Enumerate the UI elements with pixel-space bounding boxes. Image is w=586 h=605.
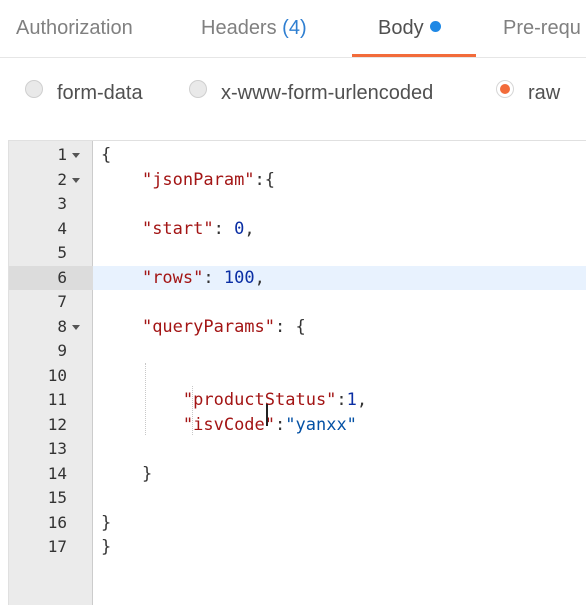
code-line[interactable]: 3 xyxy=(9,192,586,217)
radio-x-www-form-urlencoded[interactable]: x-www-form-urlencoded xyxy=(189,78,433,108)
tab-pre-request-label: Pre-requ xyxy=(503,17,581,39)
code-text: } xyxy=(101,463,153,484)
radio-unchecked-icon[interactable] xyxy=(189,80,207,98)
indent-guide xyxy=(145,363,146,435)
line-number-gutter xyxy=(9,141,93,605)
code-line[interactable]: 12 "isvCode":"yanxx" xyxy=(9,413,586,438)
line-number: 8 xyxy=(57,316,67,336)
code-line[interactable]: 8 "queryParams": { xyxy=(9,315,586,340)
line-number: 9 xyxy=(57,341,67,360)
indent-guide xyxy=(192,386,193,435)
radio-form-data-label: form-data xyxy=(57,81,143,104)
code-text: "productStatus":1, xyxy=(182,390,368,410)
code-text xyxy=(93,486,586,511)
code-line[interactable]: 2 "jsonParam":{ xyxy=(9,168,586,193)
line-number: 16 xyxy=(47,512,67,532)
code-text xyxy=(93,192,586,217)
code-line[interactable]: 7 xyxy=(9,290,586,315)
code-text: "queryParams": { xyxy=(141,316,306,337)
code-line[interactable]: 15 xyxy=(9,486,586,511)
tab-pre-request-script[interactable]: Pre-requ xyxy=(503,0,581,57)
line-number: 12 xyxy=(47,414,67,434)
code-text: { xyxy=(101,145,112,165)
code-line[interactable]: 17} xyxy=(9,535,586,560)
tab-headers[interactable]: Headers (4) xyxy=(201,0,307,57)
tab-body-label: Body xyxy=(378,17,424,39)
radio-raw[interactable]: raw xyxy=(496,78,560,108)
line-number: 13 xyxy=(47,439,67,458)
code-text: "start": 0, xyxy=(141,218,255,239)
code-line[interactable]: 5 xyxy=(9,241,586,266)
radio-unchecked-icon[interactable] xyxy=(25,80,43,98)
code-text xyxy=(93,437,586,462)
line-number: 11 xyxy=(47,390,67,409)
radio-raw-label: raw xyxy=(528,81,561,104)
code-text: } xyxy=(101,537,112,557)
line-number: 15 xyxy=(47,488,67,507)
code-text xyxy=(93,364,586,389)
line-number: 4 xyxy=(57,218,67,238)
code-line[interactable]: 4 "start": 0, xyxy=(9,217,586,242)
code-line[interactable]: 1{ xyxy=(9,143,586,168)
tab-headers-count: (4) xyxy=(282,17,307,39)
code-text xyxy=(93,241,586,266)
code-line[interactable]: 6 "rows": 100, xyxy=(9,265,586,290)
line-number: 17 xyxy=(47,537,67,556)
tab-authorization-label: Authorization xyxy=(16,17,133,39)
line-number: 14 xyxy=(47,463,67,483)
code-text: } xyxy=(101,512,112,533)
radio-form-data[interactable]: form-data xyxy=(25,78,143,108)
tab-body[interactable]: Body xyxy=(378,0,441,57)
radio-checked-icon[interactable] xyxy=(496,80,514,98)
code-line[interactable]: 9 xyxy=(9,339,586,364)
line-number: 3 xyxy=(57,194,67,213)
line-number: 7 xyxy=(57,292,67,311)
line-number: 6 xyxy=(9,265,93,290)
modified-dot-icon xyxy=(429,21,441,32)
code-line[interactable]: 16} xyxy=(9,511,586,536)
active-tab-indicator xyxy=(352,54,476,57)
fold-arrow-icon[interactable] xyxy=(72,324,80,330)
line-number: 2 xyxy=(57,169,67,189)
tab-authorization[interactable]: Authorization xyxy=(16,0,133,57)
radio-urlencoded-label: x-www-form-urlencoded xyxy=(221,81,434,104)
code-line[interactable]: 13 xyxy=(9,437,586,462)
tab-headers-label: Headers xyxy=(201,17,277,39)
code-text: "rows": 100, xyxy=(93,265,586,290)
line-number: 10 xyxy=(47,365,67,385)
code-line[interactable]: 10 xyxy=(9,364,586,389)
code-text xyxy=(93,290,586,315)
line-number: 5 xyxy=(57,243,67,262)
request-tabs: Authorization Headers (4) Body Pre-requ xyxy=(0,0,586,58)
fold-arrow-icon[interactable] xyxy=(72,177,80,183)
code-line[interactable]: 11 "productStatus":1, xyxy=(9,388,586,413)
code-line[interactable]: 14 } xyxy=(9,462,586,487)
line-number: 1 xyxy=(57,145,67,164)
code-text: "isvCode":"yanxx" xyxy=(182,414,357,435)
text-caret xyxy=(266,404,268,426)
code-text xyxy=(93,339,586,364)
code-text: "jsonParam":{ xyxy=(141,169,276,190)
fold-arrow-icon[interactable] xyxy=(72,153,80,158)
